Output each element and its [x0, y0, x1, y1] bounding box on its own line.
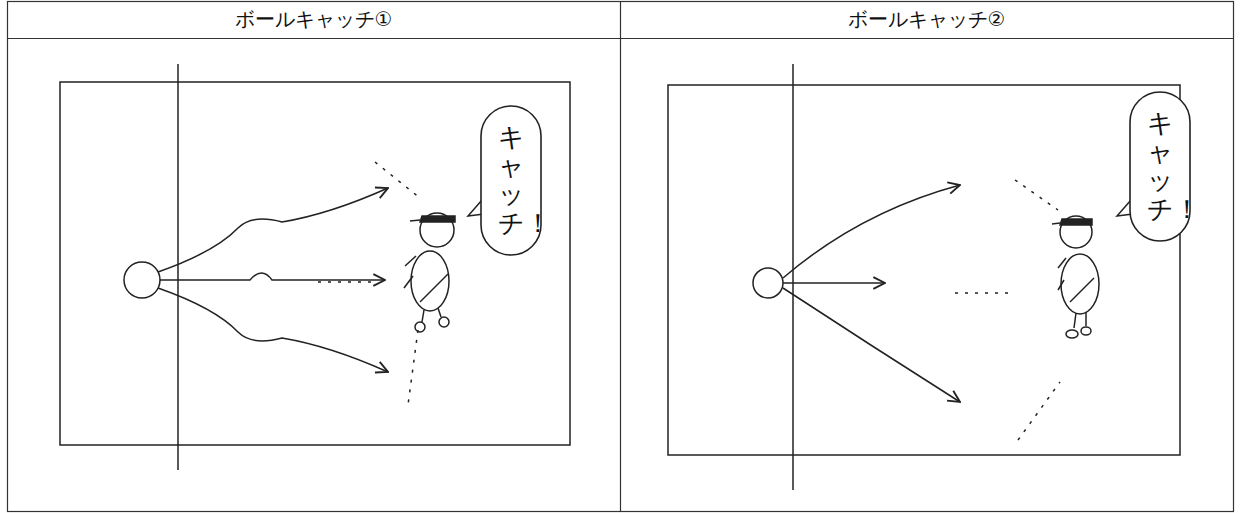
header-cell: ボールキャッチ① — [7, 1, 620, 38]
header-text: ボールキャッチ② — [848, 6, 1006, 33]
header-cell: ボールキャッチ② — [620, 1, 1233, 38]
court-panel-1 — [60, 64, 570, 470]
table-grid — [8, 2, 1234, 512]
speech-bubble: キャッチ！ — [1129, 91, 1191, 242]
speech-text: キャッチ！ — [498, 123, 524, 237]
speech-text: キャッチ！ — [1147, 109, 1173, 223]
court-panel-2 — [668, 64, 1180, 490]
header-text: ボールキャッチ① — [235, 6, 393, 33]
speech-bubble: キャッチ！ — [480, 105, 542, 256]
